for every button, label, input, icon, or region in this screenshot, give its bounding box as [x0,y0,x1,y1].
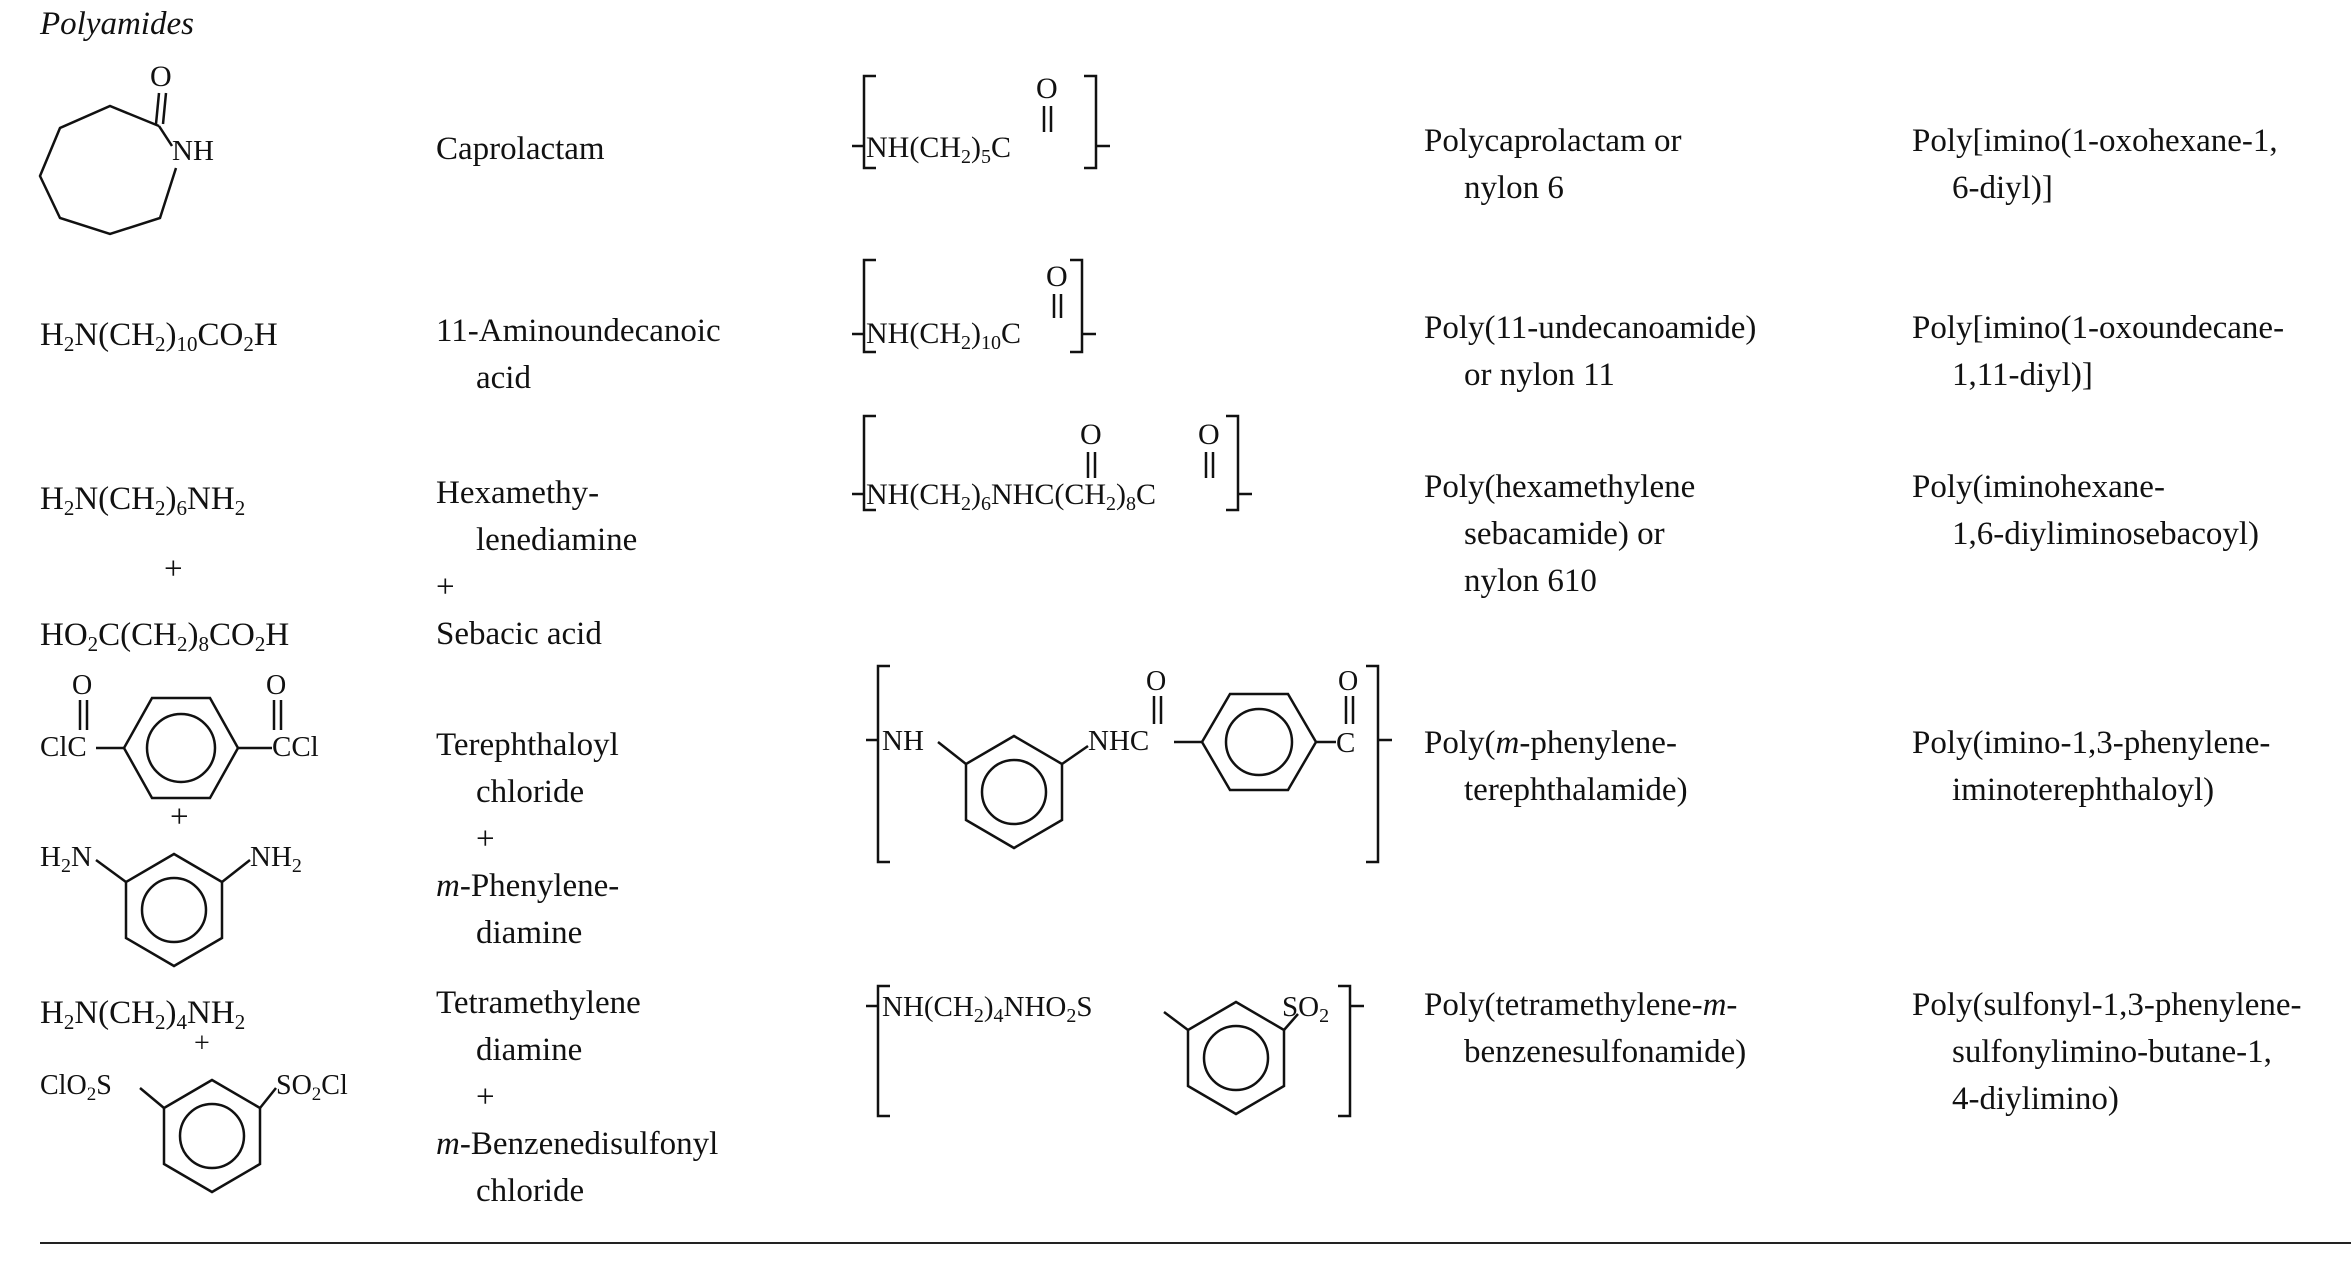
m-phenylenediamine-structure: H2N NH2 [40,841,302,968]
section-title: Polyamides [40,6,194,42]
svg-text:O: O [266,670,286,701]
iupac-name-1: Poly[imino(1-oxohexane-1, 6-diyl)] [1912,123,2278,206]
monomer-formula-3b: HO2C(CH2)8CO2H [40,617,290,656]
svg-text:SO2: SO2 [1282,991,1329,1027]
common-name-2: Poly(11-undecanoamide) or nylon 11 [1424,310,1757,393]
svg-text:O: O [1080,418,1102,451]
monomer-formula-5a: H2N(CH2)4NH2 [40,995,246,1034]
svg-text:O: O [1338,666,1358,697]
common-name-5: Poly(tetramethylene-m- benzenesulfonamid… [1424,987,1747,1070]
common-name-4: Poly(m-phenylene- terephthalamide) [1424,725,1688,808]
monomer-formula-3a: H2N(CH2)6NH2 [40,481,246,520]
svg-text:O: O [1198,418,1220,451]
polymer-structure-nylon610: NH(CH2)6NHC(CH2)8C O O [852,414,1252,515]
monomer-formula-2: H2N(CH2)10CO2H [40,317,278,356]
svg-text:NH: NH [172,135,214,167]
monomer-name-1: Caprolactam [436,131,605,167]
svg-text:NH(CH2)4NHO2S: NH(CH2)4NHO2S [882,991,1093,1027]
polymer-structure-nylon11: NH(CH2)10C O [852,258,1096,354]
plus-sign-3: + [164,551,183,587]
terephthaloyl-chloride-structure: O O ClC CCl [40,670,319,800]
svg-text:NHC: NHC [1088,725,1149,757]
common-name-1: Polycaprolactam or nylon 6 [1424,123,1682,206]
svg-text:NH(CH2)6NHC(CH2)8C: NH(CH2)6NHC(CH2)8C [866,478,1156,515]
svg-text:C: C [1336,727,1355,759]
svg-text:O: O [1036,72,1058,105]
polymer-structure-sulfonamide: NH(CH2)4NHO2S SO2 [866,984,1364,1118]
svg-text:O: O [1046,260,1068,293]
caprolactam-structure: O NH [38,60,214,236]
iupac-name-4: Poly(imino-1,3-phenylene- iminoterephtha… [1912,725,2271,808]
monomer-name-5: Tetramethylene diamine + m-Benzenedisulf… [436,985,719,1209]
svg-text:NH2: NH2 [250,841,302,877]
benzenedisulfonyl-chloride-structure: ClO2S SO2Cl [40,1070,348,1194]
svg-text:O: O [1146,666,1166,697]
iupac-name-5: Poly(sulfonyl-1,3-phenylene- sulfonylimi… [1912,987,2302,1117]
polymer-structure-aramid: NH NHC O C O [866,664,1392,864]
monomer-name-3: Hexamethy- lenediamine + Sebacic acid [436,475,638,652]
svg-text:NH(CH2)10C: NH(CH2)10C [866,317,1021,354]
plus-sign-4: + [170,799,189,835]
svg-text:NH(CH2)5C: NH(CH2)5C [866,131,1011,168]
svg-text:O: O [72,670,92,701]
common-name-3: Poly(hexamethylene sebacamide) or nylon … [1424,469,1696,599]
svg-text:NH: NH [882,725,924,757]
monomer-name-2: 11-Aminoundecanoic acid [436,313,721,396]
svg-text:ClO2S: ClO2S [40,1070,112,1105]
svg-text:CCl: CCl [272,731,319,763]
svg-text:O: O [150,60,172,93]
svg-text:H2N: H2N [40,841,92,877]
table-bottom-rule [40,1242,2351,1244]
plus-sign-5: + [194,1028,210,1059]
iupac-name-2: Poly[imino(1-oxoundecane- 1,11-diyl)] [1912,310,2285,393]
monomer-name-4: Terephthaloyl chloride + m-Phenylene- di… [436,727,620,951]
svg-text:ClC: ClC [40,731,87,763]
polymer-structure-nylon6: NH(CH2)5C O [852,72,1110,170]
iupac-name-3: Poly(iminohexane- 1,6-diyliminosebacoyl) [1912,469,2260,552]
svg-text:SO2Cl: SO2Cl [276,1070,348,1105]
